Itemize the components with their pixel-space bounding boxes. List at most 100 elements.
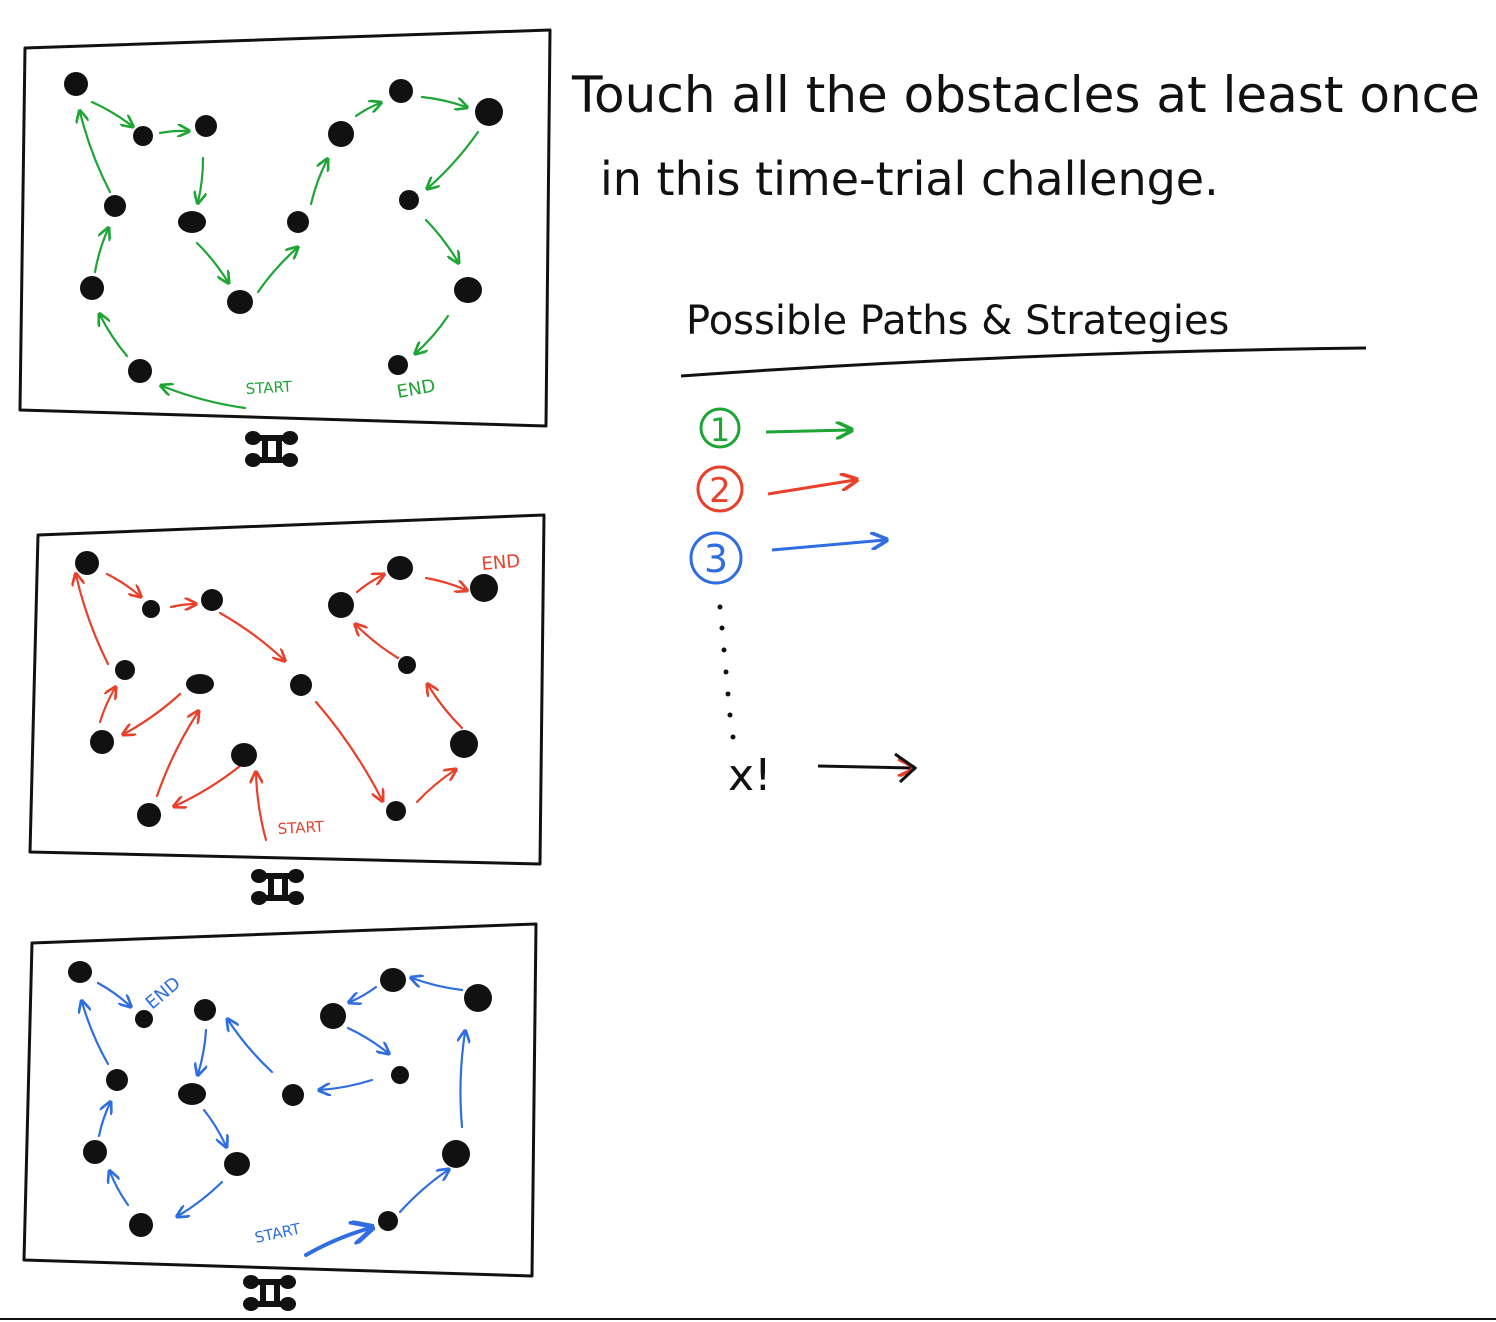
- robot-part: [256, 1301, 284, 1307]
- robot-part: [264, 895, 292, 901]
- obstacle-dot: [178, 211, 206, 233]
- path-arrow: [309, 160, 327, 206]
- legend-label-3: 3: [704, 537, 728, 581]
- obstacle-dot: [194, 999, 216, 1021]
- robot-part: [258, 435, 286, 441]
- path-arrow: [105, 572, 140, 596]
- obstacle-dot: [391, 1066, 409, 1084]
- path-arrow: [82, 1002, 110, 1066]
- path-arrow: [178, 1180, 224, 1216]
- obstacle-dot: [470, 574, 498, 602]
- obstacle-dot: [135, 1010, 153, 1028]
- robot-part: [258, 457, 286, 463]
- path-arrow: [416, 314, 450, 353]
- robot-car-icon: [243, 1275, 296, 1311]
- path-arrow: [96, 981, 130, 1006]
- obstacle-dot: [75, 551, 99, 575]
- path-arrow: [355, 575, 383, 594]
- strategies-subheading: Possible Paths & Strategies: [686, 298, 1229, 344]
- path-arrow: [412, 978, 464, 992]
- path-arrow: [415, 770, 455, 804]
- obstacle-dot: [68, 961, 92, 983]
- path-arrow: [155, 712, 198, 798]
- path-arrow: [356, 625, 400, 660]
- path-arrow: [195, 241, 228, 282]
- path-arrow: [202, 1108, 226, 1146]
- robot-part: [280, 1275, 296, 1289]
- legend-item-1: 1: [699, 407, 850, 449]
- start-label: START: [245, 378, 293, 398]
- obstacle-dot: [115, 660, 135, 680]
- obstacle-dot: [137, 803, 161, 827]
- start-label: START: [253, 1220, 303, 1247]
- path-arrow: [97, 1103, 110, 1138]
- obstacle-dot: [106, 1069, 128, 1091]
- robot-part: [243, 1275, 259, 1289]
- course-frame: [22, 922, 538, 1278]
- path-arrow: [320, 1078, 374, 1090]
- heading-line-2: in this time-trial challenge.: [600, 152, 1219, 206]
- robot-part: [288, 869, 304, 883]
- dotted-continuation: [717, 604, 736, 740]
- robot-part: [260, 1285, 266, 1301]
- obstacle-dot: [290, 674, 312, 696]
- course-frame: [28, 513, 546, 866]
- path-arrow: [420, 95, 466, 107]
- path-arrow: [314, 700, 382, 800]
- path-arrow: [398, 1170, 448, 1214]
- path-arrow: [98, 688, 115, 724]
- course-frame: [18, 28, 552, 428]
- robot-car-icon: [245, 431, 298, 467]
- path-arrow: [110, 1172, 130, 1207]
- obstacle-dot: [186, 674, 214, 694]
- legend-label-1: 1: [710, 411, 730, 449]
- robot-part: [243, 1297, 259, 1311]
- path-arrow: [93, 229, 108, 274]
- subheading-underline: [680, 346, 1367, 378]
- path-arrow: [90, 100, 132, 126]
- path-arrow: [346, 1026, 388, 1053]
- path-arrow: [460, 1032, 465, 1129]
- end-label: END: [395, 376, 437, 403]
- course-1: START END: [18, 28, 552, 467]
- obstacle-dot: [454, 277, 482, 303]
- robot-part: [251, 869, 267, 883]
- robot-part: [268, 879, 274, 895]
- path-arrow: [124, 692, 182, 734]
- path-arrow: [428, 130, 480, 188]
- factorial-entry: x!: [728, 750, 918, 801]
- obstacle-dot: [201, 589, 223, 611]
- path-arrow: [175, 764, 242, 806]
- factorial-label: x!: [728, 750, 772, 801]
- obstacle-dot: [388, 355, 408, 375]
- robot-part: [280, 1297, 296, 1311]
- obstacle-dot: [287, 211, 309, 233]
- legend-item-3: 3: [689, 533, 885, 585]
- robot-part: [282, 453, 298, 467]
- obstacle-dot: [133, 126, 153, 146]
- path-arrow: [198, 156, 203, 202]
- path-arrow: [424, 218, 458, 262]
- obstacle-dot: [104, 195, 126, 217]
- robot-car-icon: [251, 869, 304, 905]
- robot-part: [274, 1285, 280, 1301]
- obstacle-dot: [83, 1140, 107, 1164]
- obstacle-dot: [90, 730, 114, 754]
- robot-part: [276, 441, 282, 457]
- path-arrow: [169, 604, 195, 607]
- start-label: START: [277, 818, 325, 838]
- obstacle-dot: [398, 656, 416, 674]
- path-arrow: [424, 576, 466, 590]
- obstacle-dot: [320, 1003, 346, 1029]
- path-arrow: [256, 773, 268, 842]
- obstacle-dot: [142, 600, 160, 618]
- robot-part: [288, 891, 304, 905]
- path-arrow: [350, 985, 378, 1002]
- obstacle-dot: [128, 359, 152, 383]
- obstacle-dot: [399, 190, 419, 210]
- path-arrow: [428, 685, 464, 730]
- robot-part: [245, 453, 261, 467]
